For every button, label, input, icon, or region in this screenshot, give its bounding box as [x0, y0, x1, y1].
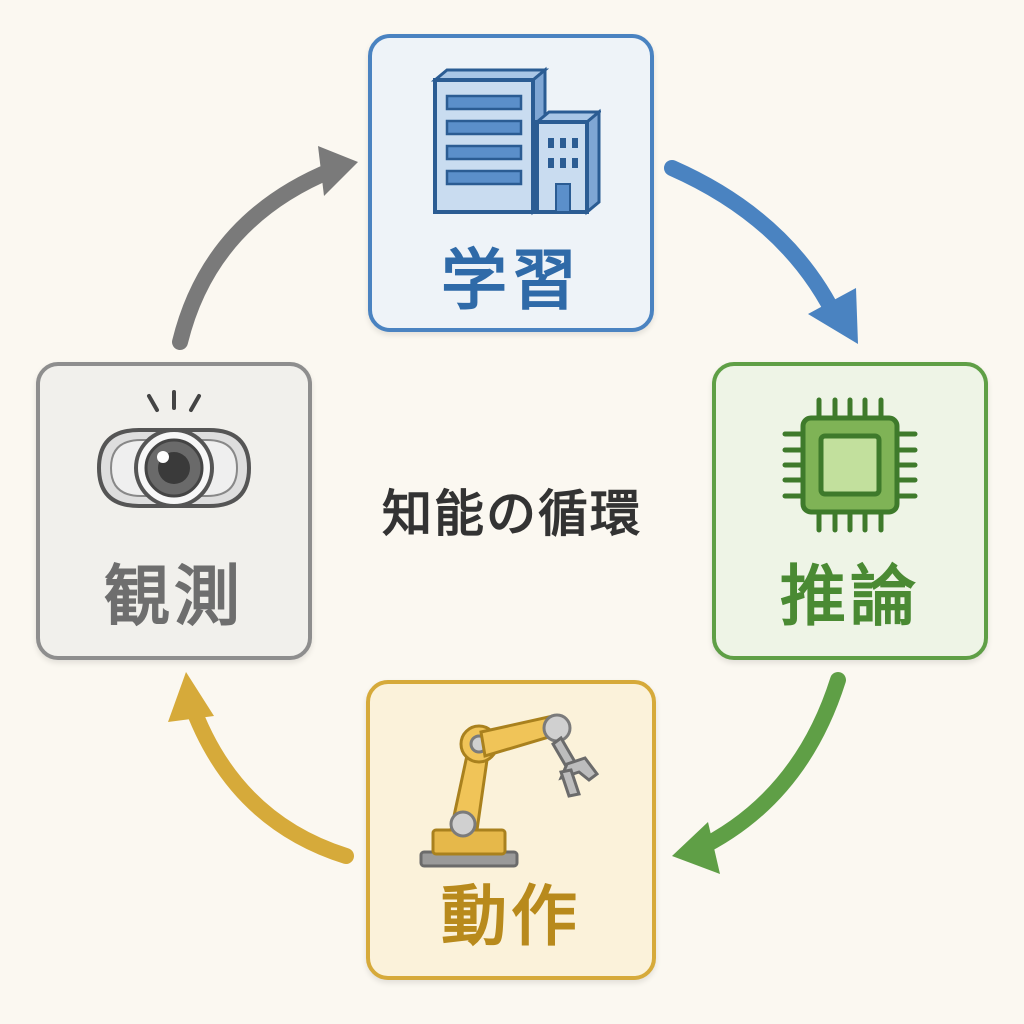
node-observation: 観測 — [36, 362, 312, 660]
node-learning-label: 学習 — [441, 242, 581, 319]
node-learning: 学習 — [368, 34, 654, 332]
arrowhead-learning-to-inference — [808, 288, 858, 344]
chip-icon — [782, 397, 918, 533]
arrow-inference-to-action — [688, 672, 846, 858]
arrow-action-to-observation — [182, 692, 354, 864]
diagram-title: 知能の循環 — [382, 485, 642, 543]
node-inference: 推論 — [712, 362, 988, 660]
node-action: 動作 — [366, 680, 656, 980]
arrow-learning-to-inference — [664, 160, 846, 330]
node-observation-label: 観測 — [104, 558, 244, 635]
building-server-icon — [430, 66, 601, 216]
arrowhead-action-to-observation — [168, 672, 214, 722]
arrowhead-observation-to-learning — [318, 146, 358, 196]
arrow-observation-to-learning — [172, 162, 340, 350]
eye-camera-icon — [96, 390, 252, 508]
node-action-label: 動作 — [441, 878, 581, 955]
robot-arm-icon — [419, 713, 600, 868]
node-inference-label: 推論 — [780, 558, 920, 635]
arrowhead-inference-to-action — [672, 822, 720, 874]
